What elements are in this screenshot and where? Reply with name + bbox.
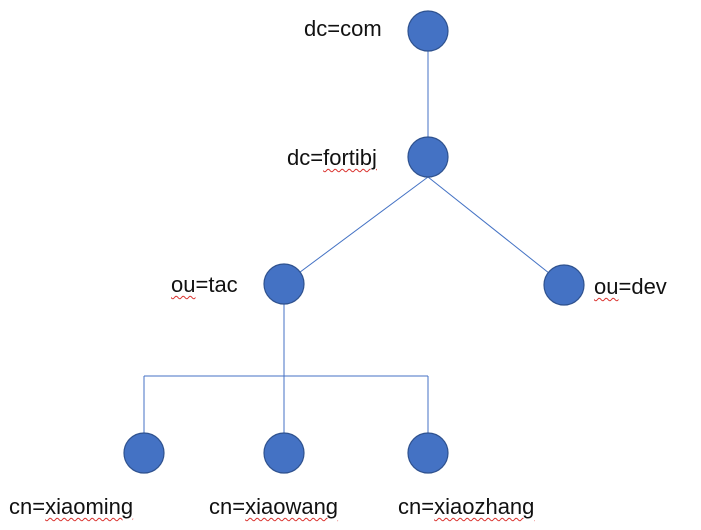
node-ou-tac bbox=[263, 263, 305, 305]
label-dc-fortibj-word: fortibj bbox=[323, 145, 377, 170]
node-dc-fortibj bbox=[407, 136, 449, 178]
label-cn-xiaoming-word: xiaoming bbox=[45, 494, 134, 519]
label-cn-xiaowang-word: xiaowang bbox=[245, 494, 339, 519]
label-dc-fortibj: dc=fortibj bbox=[287, 147, 377, 169]
label-cn-xiaozhang-word: xiaozhang bbox=[434, 494, 535, 519]
label-cn-xiaozhang: cn=xiaozhang bbox=[398, 496, 534, 518]
label-ou-tac-word: ou bbox=[171, 272, 196, 297]
node-ou-dev bbox=[543, 264, 585, 306]
node-cn-xiaoming bbox=[123, 432, 165, 474]
label-cn-xiaowang: cn=xiaowang bbox=[209, 496, 338, 518]
label-ou-tac-suffix: =tac bbox=[195, 272, 238, 297]
edge-fortibj-tac bbox=[283, 176, 429, 285]
label-cn-xiaowang-prefix: cn= bbox=[209, 494, 246, 519]
label-cn-xiaozhang-prefix: cn= bbox=[398, 494, 435, 519]
label-ou-dev: ou=dev bbox=[594, 276, 667, 298]
node-cn-xiaowang bbox=[263, 432, 305, 474]
label-ou-dev-suffix: =dev bbox=[618, 274, 667, 299]
label-cn-xiaoming-prefix: cn= bbox=[9, 494, 46, 519]
label-dc-fortibj-prefix: dc= bbox=[287, 145, 324, 170]
label-dc-com-text: dc=com bbox=[304, 16, 382, 41]
node-dc-com bbox=[407, 10, 449, 52]
label-ou-dev-word: ou bbox=[594, 274, 619, 299]
label-cn-xiaoming: cn=xiaoming bbox=[9, 496, 133, 518]
node-cn-xiaozhang bbox=[407, 432, 449, 474]
label-dc-com: dc=com bbox=[304, 18, 382, 40]
edge-fortibj-dev bbox=[427, 176, 565, 286]
label-ou-tac: ou=tac bbox=[171, 274, 238, 296]
